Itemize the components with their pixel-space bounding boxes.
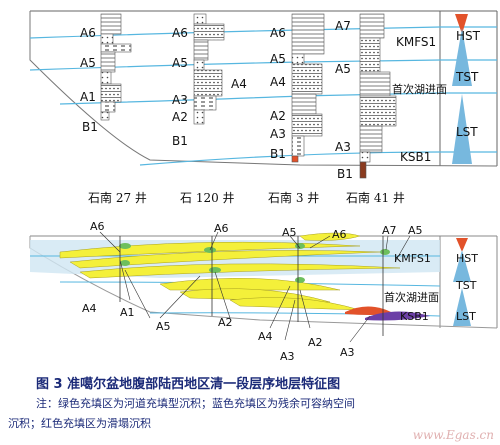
label-b1-w1: B1 — [82, 120, 98, 134]
b-lst-label: LST — [456, 310, 476, 323]
first-flooding-label: 首次湖进面 — [392, 82, 447, 96]
base-boundary-line — [29, 11, 498, 167]
tst-label: TST — [455, 70, 479, 84]
mid-surface-line — [29, 59, 497, 71]
b-label-a2-2: A2 — [308, 336, 323, 349]
b-label-a5-3: A5 — [156, 320, 171, 333]
b-label-a6-2: A6 — [214, 222, 229, 235]
b-label-a1: A1 — [120, 306, 135, 319]
bottom-tst-triangle — [453, 250, 471, 282]
b-label-a3-1: A3 — [280, 350, 295, 363]
ksb1-label: KSB1 — [400, 150, 431, 164]
b-label-a4-1: A4 — [82, 302, 97, 315]
watermark: www.Egas.cn — [412, 428, 494, 442]
label-a4-w2: A4 — [231, 77, 247, 91]
label-a6-w1: A6 — [80, 26, 96, 40]
tst-triangle — [452, 28, 472, 86]
lst-label: LST — [456, 125, 478, 139]
caption-note-line1: 注：绿色充填区为河道充填型沉积；蓝色充填区为残余可容纳空间 — [36, 397, 355, 410]
well-column-2 — [193, 13, 225, 125]
b-ksb1-label: KSB1 — [400, 310, 429, 323]
slump-deposit-marker — [291, 155, 299, 163]
b-label-a5-2: A5 — [408, 224, 423, 237]
label-a6-w3: A6 — [270, 26, 286, 40]
well-name-2: 石 120 井 — [180, 191, 235, 205]
b-label-a7: A7 — [382, 224, 397, 237]
hst-triangle — [455, 14, 468, 34]
b-tst-label: TST — [455, 279, 477, 292]
b-label-a2-1: A2 — [218, 316, 233, 329]
well-name-1: 石南 27 井 — [88, 190, 147, 205]
top-panel: A6 A5 A1 B1 A6 A5 A4 A3 A2 B1 A6 A5 A4 A… — [29, 10, 498, 205]
b-first-flooding-label: 首次湖进面 — [384, 290, 439, 304]
label-a3-w2: A3 — [172, 93, 188, 107]
lst-triangle — [452, 94, 472, 164]
b-label-a4-2: A4 — [258, 330, 273, 343]
label-a5-w3: A5 — [270, 52, 286, 66]
caption-note-line2: 沉积；红色充填区为滑塌沉积 — [8, 417, 151, 430]
ksb1-surface-line — [139, 151, 497, 166]
label-a3-w3: A3 — [270, 127, 286, 141]
label-a2-w3: A2 — [270, 109, 286, 123]
label-a5-w2: A5 — [172, 56, 188, 70]
well-column-3 — [291, 13, 325, 163]
b-label-a6-1: A6 — [90, 220, 105, 233]
label-b1-w4: B1 — [337, 167, 353, 181]
bottom-panel: A6 A6 A5 A6 A7 A5 A4 A1 A5 A2 A4 A3 A2 A… — [29, 220, 498, 363]
label-b1-w2: B1 — [172, 134, 188, 148]
well-column-1 — [100, 13, 132, 121]
label-b1-w3: B1 — [270, 147, 286, 161]
b-label-a5-1: A5 — [282, 226, 297, 239]
label-a6-w2: A6 — [172, 26, 188, 40]
bottom-lst-triangle — [453, 288, 471, 326]
b-kmfs1-label: KMFS1 — [394, 252, 431, 265]
well-column-4 — [359, 13, 397, 179]
b-label-a3-2: A3 — [340, 346, 355, 359]
label-a7-w4: A7 — [335, 19, 351, 33]
kmfs1-label: KMFS1 — [396, 35, 436, 49]
label-a3-w4: A3 — [335, 140, 351, 154]
label-a2-w2: A2 — [172, 110, 188, 124]
hst-label: HST — [456, 29, 481, 43]
leader-lines — [99, 231, 411, 343]
caption-title: 图 3 准噶尔盆地腹部陆西地区清一段层序地层特征图 — [36, 377, 341, 392]
label-a1-w1: A1 — [80, 90, 96, 104]
bottom-hst-triangle — [456, 238, 468, 252]
well-name-3: 石南 3 井 — [268, 190, 319, 205]
label-a5-w1: A5 — [80, 56, 96, 70]
b-hst-label: HST — [456, 252, 478, 265]
label-a4-w3: A4 — [270, 75, 286, 89]
label-a5-w4: A5 — [335, 62, 351, 76]
purple-lens — [365, 311, 430, 321]
b-label-a6-3: A6 — [332, 228, 347, 241]
well-name-4: 石南 41 井 — [346, 190, 405, 205]
slump-fill — [345, 306, 395, 315]
